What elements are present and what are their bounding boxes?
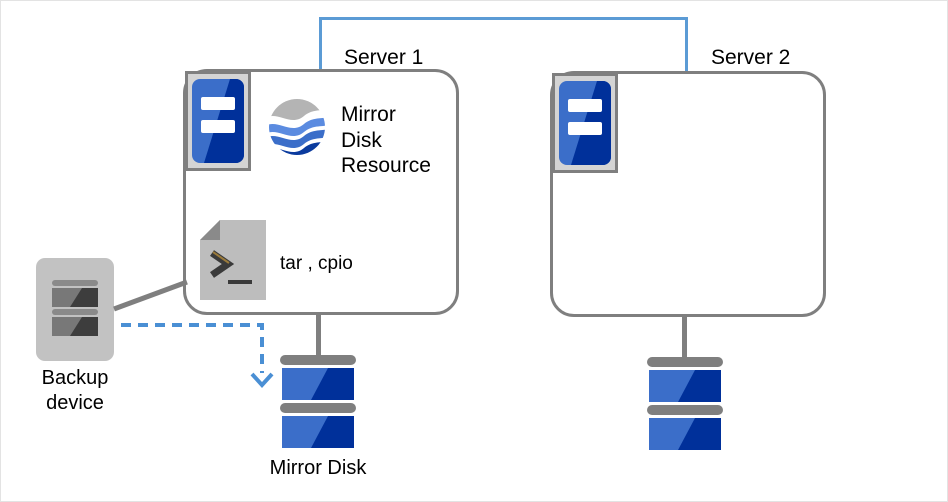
backup-to-server1-connector — [113, 279, 188, 312]
script-label: tar , cpio — [280, 253, 353, 274]
mirror-disk-2[interactable] — [645, 357, 725, 457]
backup-device[interactable] — [36, 258, 114, 361]
server1-to-disk-connector — [316, 313, 321, 357]
mdr-line-2: Disk — [341, 128, 382, 152]
mdr-line-1: Mirror — [341, 103, 396, 126]
server1-label: Server 1 — [344, 46, 424, 69]
interconnect-drop-server2 — [685, 17, 688, 71]
disk-stack-icon — [280, 355, 356, 448]
disk-stack-icon — [647, 357, 723, 450]
backup-device-label: Backup device — [1, 366, 155, 416]
backup-label-line-2: device — [46, 392, 104, 414]
backup-label-line-1: Backup — [41, 367, 109, 389]
mirror-disk-resource-label: Mirror Disk Resource — [341, 102, 431, 179]
server2-label: Server 2 — [711, 46, 791, 69]
server-icon — [185, 71, 251, 171]
mirror-disk-1-label: Mirror Disk — [269, 457, 367, 479]
interconnect-horizontal-line — [319, 17, 688, 20]
mdr-line-3: Resource — [341, 154, 431, 178]
mirror-disk-1[interactable] — [278, 355, 358, 455]
mirror-disk-resource-logo — [268, 98, 326, 156]
server2-to-disk-connector — [682, 315, 687, 359]
backup-disk-icon — [52, 279, 98, 336]
backup-flow-arrow — [121, 323, 274, 388]
interconnect-drop-server1 — [319, 17, 322, 71]
server-icon — [552, 73, 618, 173]
script-file-icon — [200, 220, 266, 300]
